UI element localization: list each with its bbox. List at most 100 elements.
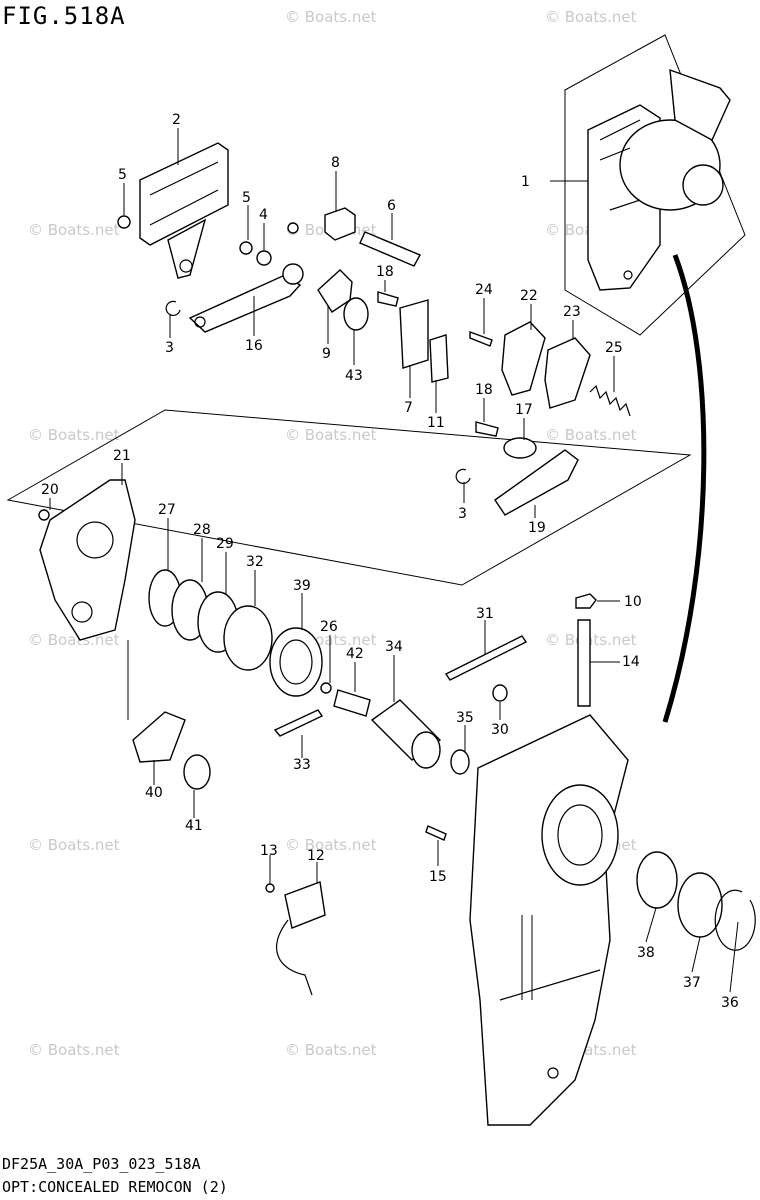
part-label: 14 xyxy=(622,654,640,670)
part-label: 12 xyxy=(307,848,325,864)
part-9-cam xyxy=(317,269,353,313)
watermark: © Boats.net xyxy=(28,1041,120,1059)
part-6-shaft xyxy=(359,231,421,267)
part-30-plug xyxy=(492,684,508,702)
part-25-spring xyxy=(589,384,631,417)
part-17-washer xyxy=(503,437,537,459)
part-label: 26 xyxy=(320,619,338,635)
leader-lines xyxy=(49,128,739,1000)
part-label: 36 xyxy=(721,995,739,1011)
part-label: 28 xyxy=(193,522,211,538)
watermark: © Boats.net xyxy=(285,1041,377,1059)
part-label: 25 xyxy=(605,340,623,356)
watermark: © Boats.net xyxy=(545,631,637,649)
part-16-lever xyxy=(188,263,304,333)
part-14-rod xyxy=(577,619,591,707)
part-label: 18 xyxy=(475,382,493,398)
watermark: © Boats.net xyxy=(285,426,377,444)
part-21-plate xyxy=(39,479,136,641)
figure-description: OPT:CONCEALED REMOCON (2) xyxy=(2,1178,228,1196)
part-label: 10 xyxy=(624,594,642,610)
part-20-screw xyxy=(38,509,50,521)
part-labels: 1 2 3 3 4 5 5 6 7 8 9 10 11 12 13 14 15 … xyxy=(41,112,739,1011)
figure-title: FIG.518A xyxy=(2,2,126,30)
watermark: © Boats.net xyxy=(28,836,120,854)
part-label: 32 xyxy=(246,554,264,570)
part-2-grip-plate xyxy=(139,142,229,279)
part-3-clip xyxy=(165,300,181,316)
part-7-plate xyxy=(399,299,429,369)
part-label: 4 xyxy=(259,207,268,223)
part-label: 6 xyxy=(387,198,396,214)
part-21-hole xyxy=(71,601,93,623)
part-36-snap-ring xyxy=(714,889,756,951)
cable xyxy=(662,254,707,723)
part-label: 38 xyxy=(637,945,655,961)
part-label: 21 xyxy=(113,448,131,464)
part-23-plate xyxy=(544,337,591,409)
part-label: 2 xyxy=(172,112,181,128)
part-label: 19 xyxy=(528,520,546,536)
watermark: © Boats.net xyxy=(545,8,637,26)
part-32-gear xyxy=(223,605,273,671)
part-15-bolt xyxy=(425,825,447,841)
part-11-bracket xyxy=(429,334,449,383)
part-label: 18 xyxy=(376,264,394,280)
part-19-lever xyxy=(494,449,579,516)
part-5-ring xyxy=(117,215,131,229)
part-label: 11 xyxy=(427,415,445,431)
part-41-bushing xyxy=(183,754,211,790)
part-1-control-unit xyxy=(587,68,731,291)
part-label: 39 xyxy=(293,578,311,594)
watermark: © Boats.net xyxy=(285,836,377,854)
watermark: © Boats.net xyxy=(285,8,377,26)
part-38-bushing xyxy=(636,851,678,909)
part-label: 20 xyxy=(41,482,59,498)
part-label: 1 xyxy=(521,174,530,190)
part-label: 22 xyxy=(520,288,538,304)
part-26-washer xyxy=(320,682,332,694)
part-12-wire xyxy=(276,919,313,996)
part-label: 31 xyxy=(476,606,494,622)
part-label: 8 xyxy=(331,155,340,171)
part-label: 27 xyxy=(158,502,176,518)
part-label: 43 xyxy=(345,368,363,384)
part-label: 3 xyxy=(165,340,174,356)
part-8-pin xyxy=(287,222,299,234)
watermark: © Boats.net xyxy=(28,426,120,444)
part-label: 33 xyxy=(293,757,311,773)
part-3-clip xyxy=(455,468,471,484)
part-label: 37 xyxy=(683,975,701,991)
watermark: © Boats.net xyxy=(28,221,120,239)
part-31-pin xyxy=(444,635,528,681)
part-13-screw xyxy=(265,883,275,893)
part-10-nut xyxy=(575,593,597,609)
part-label: 41 xyxy=(185,818,203,834)
main-housing xyxy=(469,714,629,1126)
part-label: 34 xyxy=(385,639,403,655)
part-12-switch xyxy=(284,881,326,929)
part-label: 13 xyxy=(260,843,278,859)
part-label: 17 xyxy=(515,402,533,418)
part-18-bolt xyxy=(475,421,499,437)
part-42-shaft xyxy=(333,689,371,717)
part-label: 42 xyxy=(346,646,364,662)
part-label: 9 xyxy=(322,346,331,362)
part-22-plate xyxy=(501,321,546,396)
part-34-gear xyxy=(411,731,441,769)
part-8-block xyxy=(324,207,356,241)
part-label: 30 xyxy=(491,722,509,738)
part-5-ring xyxy=(239,241,253,255)
part-35-bushing xyxy=(450,749,470,775)
watermark: © Boats.net xyxy=(28,631,120,649)
part-label: 16 xyxy=(245,338,263,354)
part-label: 24 xyxy=(475,282,493,298)
part-4-washer xyxy=(256,250,272,266)
figure-code: DF25A_30A_P03_023_518A xyxy=(2,1155,201,1173)
upper-assembly-outline xyxy=(6,409,692,586)
part-label: 15 xyxy=(429,869,447,885)
part-18-bolt xyxy=(377,291,399,307)
part-label: 23 xyxy=(563,304,581,320)
part-label: 40 xyxy=(145,785,163,801)
